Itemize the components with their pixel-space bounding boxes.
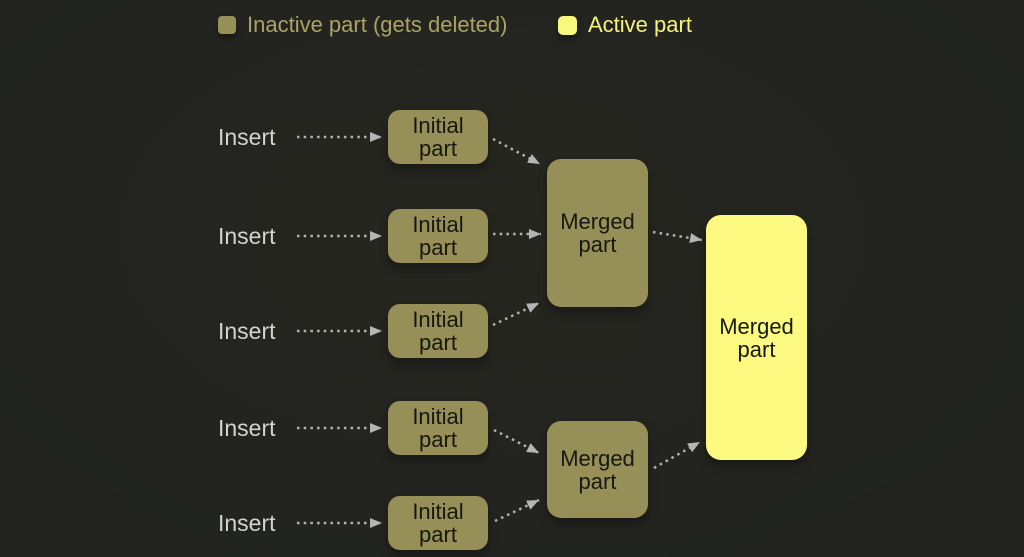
active-merged-part-box: Merged part [706, 215, 807, 460]
initial-part-box-4: Initial part [388, 401, 488, 455]
initial-part-box-3: Initial part [388, 304, 488, 358]
arrow-initial1-to-merged1 [492, 137, 541, 166]
merged-part-box-1: Merged part [547, 159, 648, 307]
legend-inactive: Inactive part (gets deleted) [218, 12, 507, 38]
initial-part-box-1: Initial part [388, 110, 488, 164]
legend-active-label: Active part [588, 12, 692, 37]
active-part-swatch-icon [558, 15, 577, 35]
legend-inactive-label: Inactive part (gets deleted) [247, 12, 508, 37]
arrow-merged1-to-final [652, 230, 703, 244]
initial-part-box-2: Initial part [388, 209, 488, 263]
legend-active: Active part [558, 12, 692, 38]
insert-label-4: Insert [218, 415, 276, 441]
arrow-merged2-to-final [653, 440, 701, 470]
insert-label-2: Insert [218, 223, 276, 249]
merged-part-box-2: Merged part [547, 421, 648, 518]
insert-label-1: Insert [218, 124, 276, 150]
inactive-part-swatch-icon [218, 16, 236, 34]
arrow-initial5-to-merged2 [494, 498, 540, 523]
insert-label-5: Insert [218, 510, 276, 536]
initial-part-box-5: Initial part [388, 496, 488, 550]
arrow-initial4-to-merged2 [493, 428, 540, 455]
arrow-initial3-to-merged1 [492, 301, 540, 327]
insert-label-3: Insert [218, 318, 276, 344]
